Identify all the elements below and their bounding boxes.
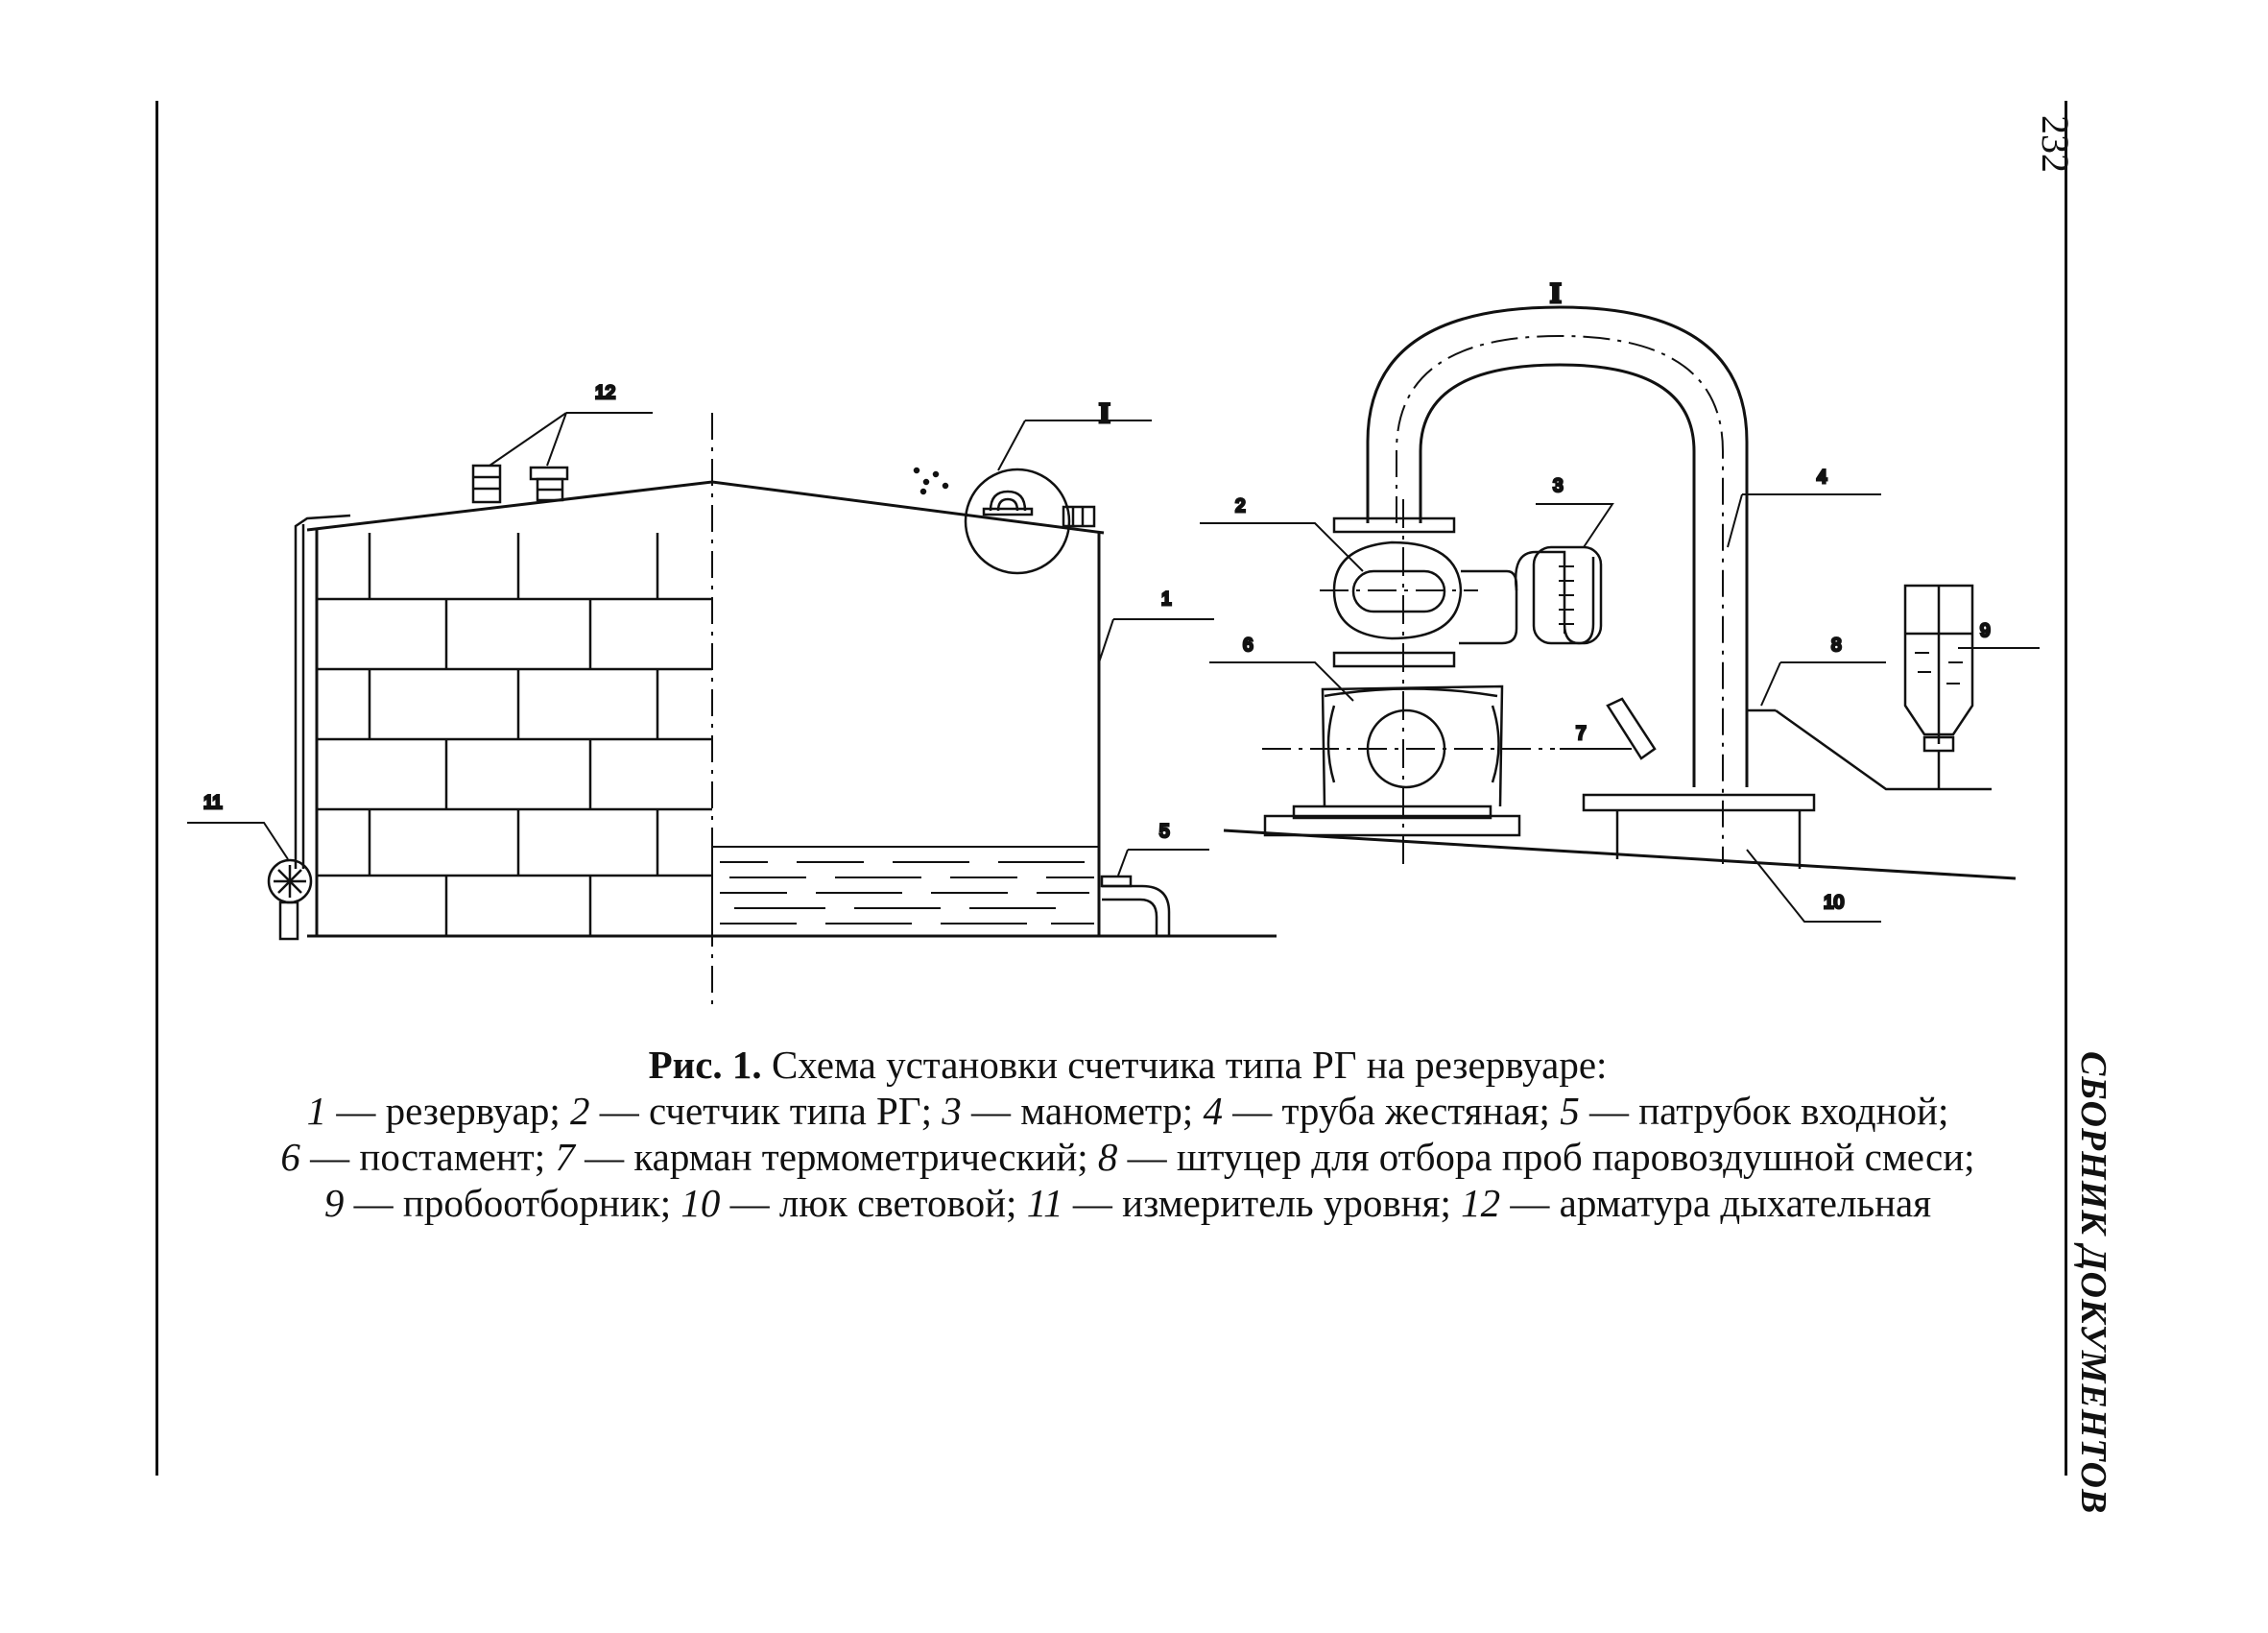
legend-num: 10: [680, 1181, 721, 1225]
thermometric-pocket: [1606, 697, 1657, 760]
callout-6: 6: [1243, 636, 1253, 656]
brick-wall: [317, 533, 712, 938]
legend-text: — манометр;: [961, 1089, 1204, 1133]
legend-num: 9: [323, 1181, 345, 1225]
callout-3: 3: [1553, 476, 1564, 496]
sampler: [1747, 584, 1992, 791]
inlet-nozzle: [1100, 875, 1171, 936]
caption-legend-line-3: 9 — пробоотборник; 10 — люк световой; 11…: [173, 1180, 2083, 1226]
figure-label: Рис. 1.: [648, 1043, 762, 1087]
legend-text: — пробоотборник;: [344, 1181, 681, 1225]
legend-text: — штуцер для отбора проб паровоздушной с…: [1117, 1135, 1975, 1179]
tank: [187, 412, 1277, 1008]
callout-10: 10: [1824, 893, 1844, 913]
legend-text: — карман термометрический;: [574, 1135, 1098, 1179]
callout-detail-left: I: [1099, 397, 1110, 429]
legend-text: — труба жестяная;: [1222, 1089, 1561, 1133]
legend-text: — счетчик типа РГ;: [589, 1089, 943, 1133]
callout-2: 2: [1235, 496, 1246, 516]
gas-meter: [1320, 499, 1518, 864]
tank-meter-installation-diagram: 12 I I 1 11 5 2 3 4 6 7 8 9 10: [187, 276, 2040, 1008]
meter-installation: [1200, 305, 2040, 923]
caption-title-line: Рис. 1. Схема установки счетчика типа РГ…: [173, 1042, 2083, 1088]
callout-11: 11: [203, 793, 223, 813]
legend-text: — измеритель уровня;: [1062, 1181, 1462, 1225]
callout-detail-right: I: [1550, 277, 1562, 309]
legend-num: 4: [1203, 1089, 1223, 1133]
legend-num: 2: [569, 1089, 590, 1133]
callout-5: 5: [1159, 822, 1170, 842]
legend-num: 12: [1461, 1181, 1501, 1225]
caption-legend-line-2: 6 — постамент; 7 — карман термометрическ…: [173, 1134, 2083, 1180]
level-gauge: [267, 514, 351, 941]
legend-text: — патрубок входной;: [1579, 1089, 1949, 1133]
right-margin-rule: [2065, 101, 2067, 1476]
legend-num: 7: [555, 1135, 575, 1179]
legend-num: 6: [280, 1135, 300, 1179]
leader-lines-left: [187, 412, 1214, 877]
legend-num: 3: [942, 1089, 962, 1133]
legend-num: 8: [1097, 1135, 1118, 1179]
legend-num: 5: [1560, 1089, 1580, 1133]
legend-text: — арматура дыхательная: [1500, 1181, 1932, 1225]
callout-12: 12: [595, 383, 615, 403]
caption-title: Схема установки счетчика типа РГ на резе…: [761, 1043, 1608, 1087]
legend-text: — постамент;: [299, 1135, 556, 1179]
legend-num: 1: [306, 1089, 327, 1133]
manometer: [1514, 545, 1603, 645]
left-margin-rule: [155, 101, 158, 1476]
figure-caption: Рис. 1. Схема установки счетчика типа РГ…: [173, 1042, 2083, 1226]
detail-callout-circle: [913, 467, 1096, 575]
breathing-valves: [471, 464, 569, 504]
legend-text: — резервуар;: [326, 1089, 570, 1133]
callout-7: 7: [1576, 724, 1587, 744]
tin-pipe: [1366, 305, 1749, 864]
light-hatch: [1582, 793, 1816, 869]
callout-8: 8: [1831, 636, 1842, 656]
pedestal: [1262, 684, 1555, 837]
legend-num: 11: [1026, 1181, 1063, 1225]
callout-1: 1: [1161, 589, 1172, 610]
callout-9: 9: [1980, 621, 1991, 641]
caption-legend-line-1: 1 — резервуар; 2 — счетчик типа РГ; 3 — …: [173, 1088, 2083, 1134]
leader-lines-right: [1200, 493, 2040, 923]
legend-text: — люк световой;: [720, 1181, 1027, 1225]
callout-4: 4: [1817, 468, 1827, 488]
liquid-level: [711, 846, 1100, 937]
